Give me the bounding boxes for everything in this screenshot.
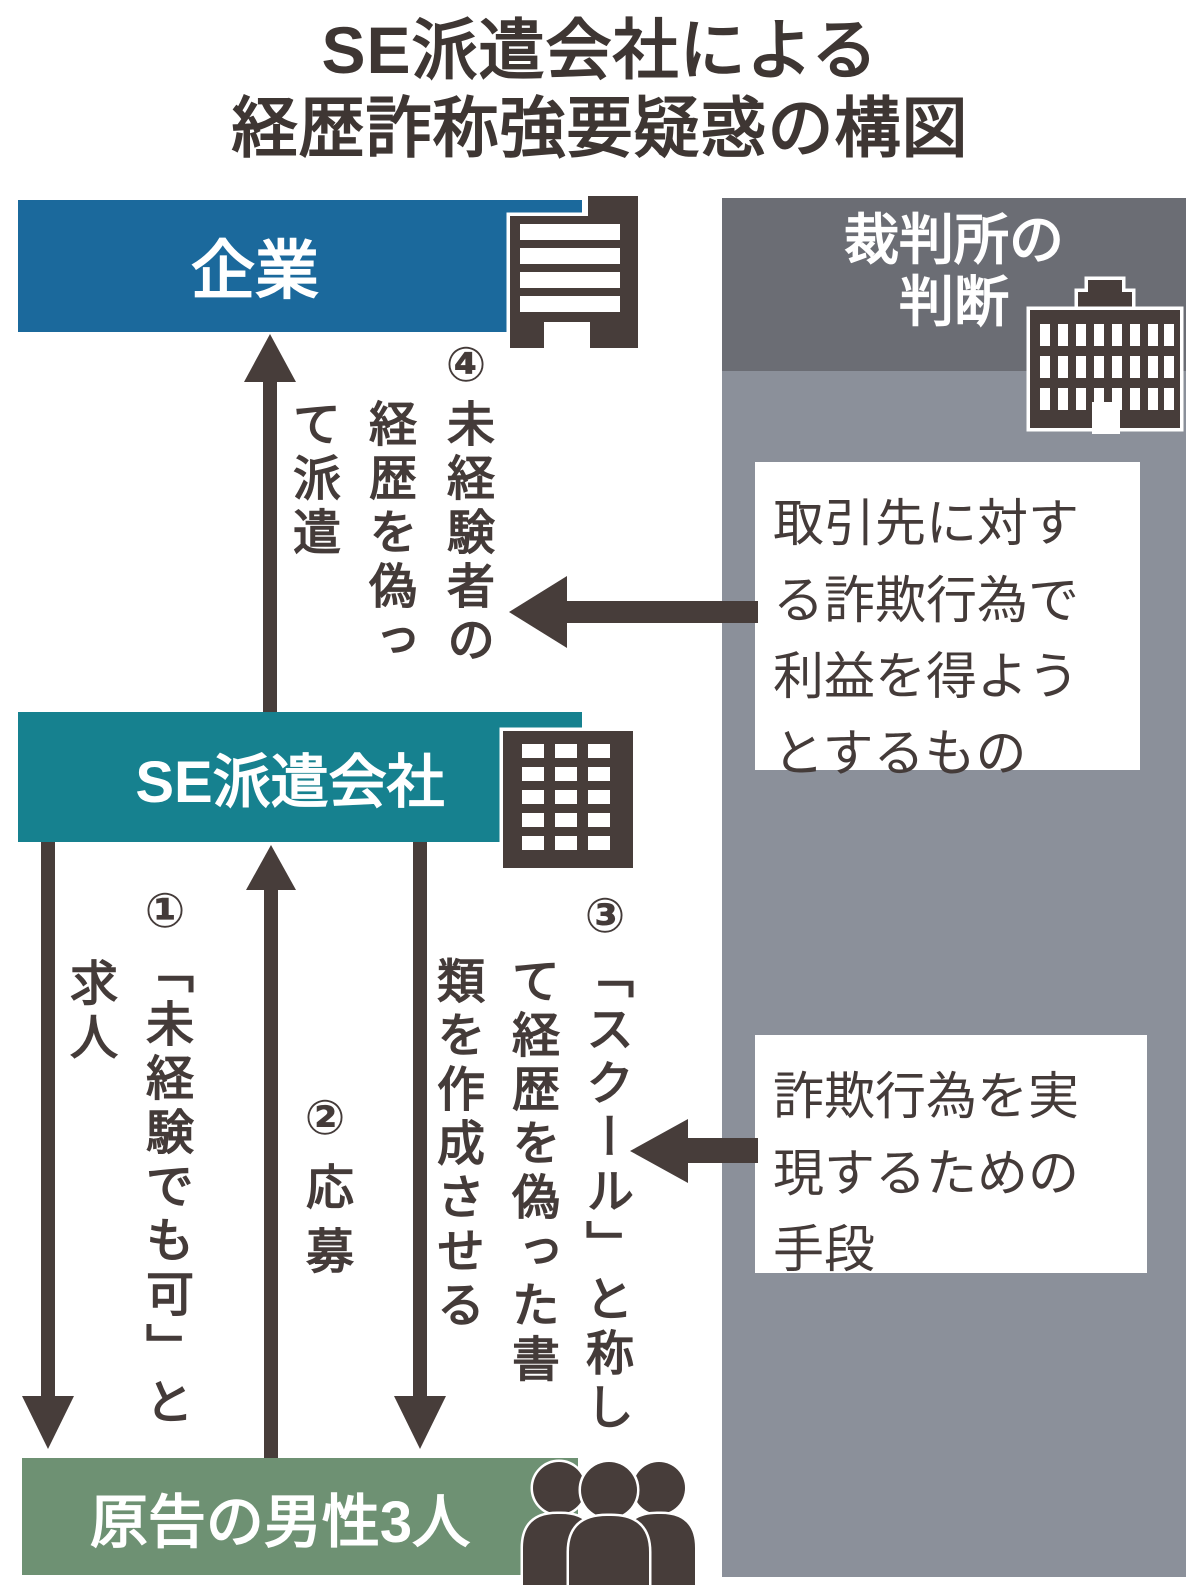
- court-note-means: 詐欺行為を実 現するための 手段: [755, 1035, 1147, 1278]
- step2-label-col1: ②応募: [298, 1090, 351, 1290]
- step4-label-col1: ④未経験者の: [439, 337, 492, 669]
- ruling-arrow2-bar: [688, 1138, 758, 1163]
- agency-building-icon: [498, 726, 638, 873]
- page-title: SE派遣会社による 経歴詐称強要疑惑の構図: [0, 12, 1200, 168]
- court-note-dealings-fraud: 取引先に対す る詐欺行為で 利益を得よう とするもの: [755, 462, 1140, 782]
- arrow-step1-head-down: [22, 1396, 74, 1449]
- page-title-line2: 経歴詐称強要疑惑の構図: [231, 90, 969, 165]
- company-building-icon: [500, 190, 646, 354]
- entity-company-label: 企業: [191, 235, 319, 307]
- arrow-step3-head-down: [394, 1396, 446, 1449]
- courthouse-icon: [1022, 276, 1188, 434]
- arrow-step2-line: [264, 888, 278, 1458]
- entity-box-agency: SE派遣会社: [18, 712, 582, 842]
- three-people-icon: [513, 1452, 705, 1585]
- arrow-step3-line: [413, 842, 427, 1396]
- entity-box-company: 企業: [18, 200, 582, 332]
- step4-label-col3: て派遣: [285, 399, 338, 561]
- step3-label-col2: て経歴を偽った書: [504, 956, 557, 1388]
- arrow-step4-head-up: [244, 334, 296, 382]
- entity-box-plaintiffs: 原告の男性3人: [22, 1458, 578, 1575]
- arrow-step4-line: [263, 380, 277, 712]
- step3-label-col3: 類を作成させる: [429, 956, 482, 1334]
- ruling-arrow1-bar: [565, 601, 758, 623]
- entity-plaintiffs-label: 原告の男性3人: [89, 1489, 471, 1555]
- page-title-line1: SE派遣会社による: [321, 13, 879, 87]
- arrow-step1-line: [41, 842, 55, 1396]
- ruling-arrow1-head-left: [509, 576, 567, 648]
- ruling-arrow2-head-left: [630, 1119, 688, 1183]
- step1-label-col2: 求人: [62, 958, 115, 1066]
- arrow-step2-head-up: [246, 845, 296, 890]
- step4-label-col2: 経歴を偽っ: [361, 399, 414, 669]
- step1-label-col1: ①「未経験でも可」と: [138, 883, 191, 1431]
- step3-label-col1: ③「スクール」と称し: [578, 888, 631, 1436]
- entity-agency-label: SE派遣会社: [135, 750, 445, 815]
